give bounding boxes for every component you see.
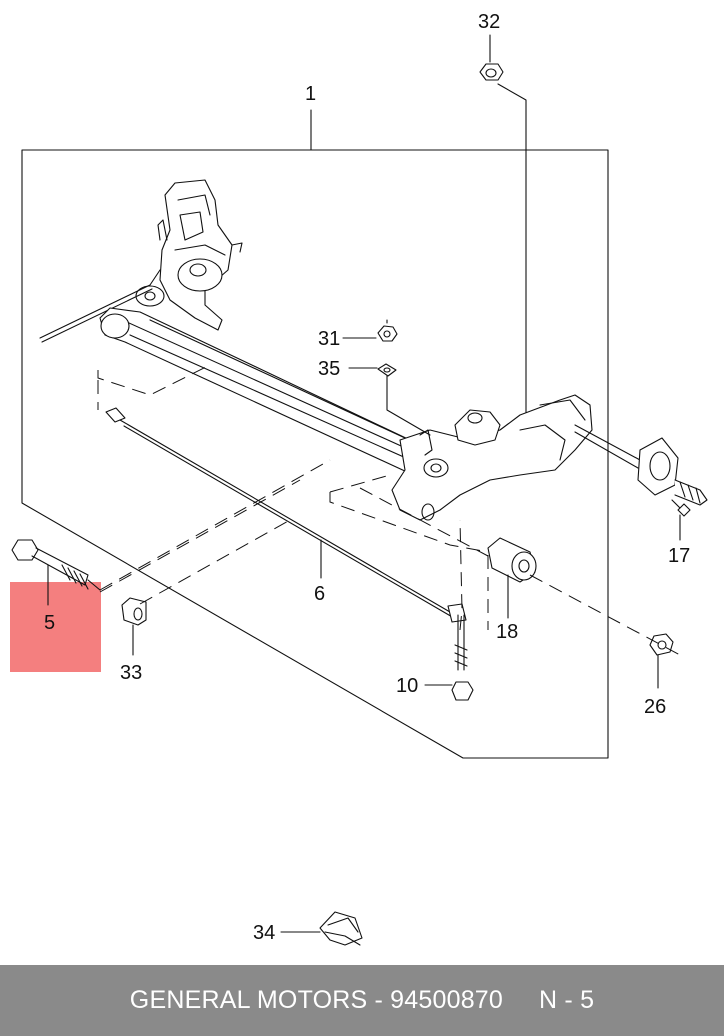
callout-1: 1 (305, 83, 316, 105)
callout-18: 18 (496, 621, 518, 643)
callout-26: 26 (644, 696, 666, 718)
callout-6: 6 (314, 583, 325, 605)
callout-10: 10 (396, 675, 418, 697)
bracket-33 (121, 597, 147, 656)
bolt-5 (11, 539, 101, 606)
callout-32: 32 (478, 11, 500, 33)
callout-17: 17 (668, 545, 690, 567)
bushing-18 (487, 537, 537, 619)
callout-5: 5 (44, 612, 55, 634)
brake-cable-6 (105, 407, 467, 623)
nut-26 (649, 633, 674, 689)
bolt-10 (424, 614, 474, 701)
callout-34: 34 (253, 922, 275, 944)
part-highlight (10, 582, 101, 672)
callout-31: 31 (318, 328, 340, 350)
rear-axle-exploded-diagram: 1 32 31 35 17 5 6 18 33 10 26 34 (11, 11, 708, 946)
callout-33: 33 (120, 662, 142, 684)
clip-34 (280, 911, 363, 946)
clip-35 (377, 363, 397, 377)
nut-32 (479, 63, 504, 81)
assembly-frame (21, 149, 609, 759)
diagram-reference: N - 5 (539, 986, 595, 1014)
callout-35: 35 (318, 358, 340, 380)
footer-bar: GENERAL MOTORS - 94500870 N - 5 (0, 965, 724, 1036)
stub-axle-17 (574, 424, 708, 541)
part-number-label: GENERAL MOTORS - 94500870 (129, 986, 504, 1014)
right-trailing-arm (391, 394, 593, 521)
nut-31 (377, 319, 398, 342)
torsion-beam (99, 307, 426, 479)
left-bracket (135, 179, 243, 331)
